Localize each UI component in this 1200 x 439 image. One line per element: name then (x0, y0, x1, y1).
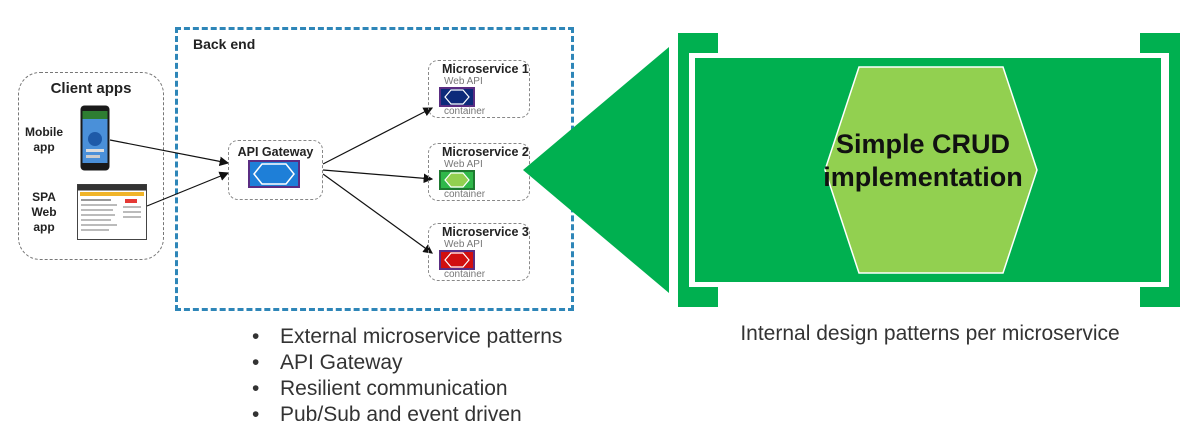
microservice-2-webapi: Web API (444, 159, 483, 170)
microservice-3-box (428, 223, 530, 281)
microservice-1-title: Microservice 1 (442, 62, 529, 76)
arrow-gateway-to-ms3 (322, 173, 433, 254)
api-gateway-label: API Gateway (237, 145, 314, 159)
microservice-1-container: container (444, 106, 486, 117)
microservice-3-container-icon (439, 250, 475, 270)
spa-label-line3: app (33, 220, 55, 234)
api-gateway-box (228, 140, 323, 200)
internal-design-zoom-graphic (523, 33, 1180, 307)
list-item: •External microservice patterns (252, 325, 563, 348)
api-gateway-icon (248, 160, 300, 188)
crud-label-line1: Simple CRUD (835, 129, 1011, 159)
arrow-mobile-to-gateway (109, 139, 230, 167)
spa-label-line2: Web (31, 205, 57, 219)
arrow-spa-to-gateway (146, 171, 230, 207)
spa-web-app-label: SPA Web app (22, 190, 66, 235)
microservice-2-container: container (444, 189, 486, 200)
list-item: •API Gateway (252, 351, 403, 374)
web-app-screenshot-icon (77, 184, 147, 240)
backend-title: Back end (193, 36, 256, 52)
arrow-gateway-to-ms1 (322, 107, 434, 165)
microservice-3-webapi: Web API (444, 239, 483, 250)
connection-arrows (109, 107, 434, 254)
list-item: •Resilient communication (252, 377, 508, 400)
list-item: •Pub/Sub and event driven (252, 403, 522, 426)
microservice-2-container-icon (439, 170, 475, 190)
mobile-phone-icon (80, 105, 110, 171)
microservice-3-title: Microservice 3 (442, 225, 529, 239)
crud-label-line2: implementation (823, 162, 1023, 192)
internal-patterns-caption: Internal design patterns per microservic… (740, 322, 1120, 345)
mobile-app-label-line2: app (33, 140, 55, 154)
mobile-app-label-line1: Mobile (25, 125, 63, 139)
microservice-1-webapi: Web API (444, 76, 483, 87)
bracket-frame (678, 33, 1180, 307)
client-apps-group (18, 72, 164, 260)
external-patterns-list: •External microservice patterns •API Gat… (252, 324, 562, 428)
mobile-app-label: Mobile app (22, 125, 66, 155)
arrow-gateway-to-ms2 (322, 169, 434, 184)
microservice-1-container-icon (439, 87, 475, 107)
client-apps-title: Client apps (50, 80, 132, 97)
crud-hexagon-label: Simple CRUD implementation (808, 128, 1038, 194)
spa-label-line1: SPA (32, 190, 56, 204)
microservice-1-box (428, 60, 530, 118)
crud-hexagon (824, 66, 1038, 274)
microservice-3-container: container (444, 269, 486, 280)
zoom-callout-triangle (523, 47, 669, 293)
microservice-2-title: Microservice 2 (442, 145, 529, 159)
